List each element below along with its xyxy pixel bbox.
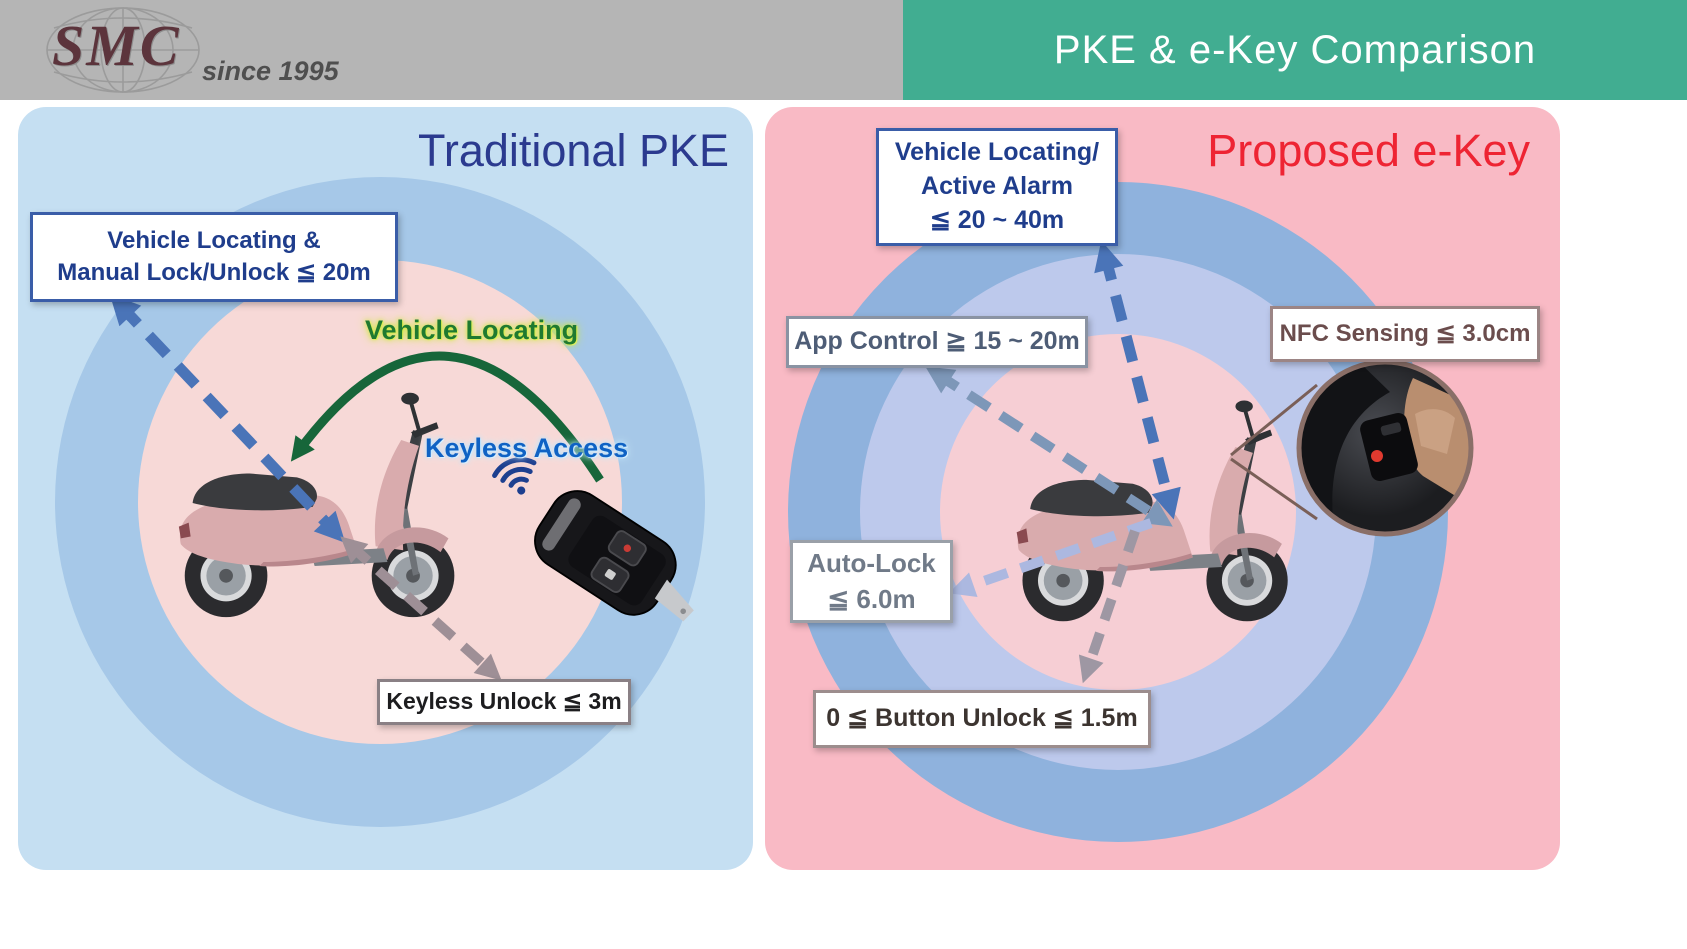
button-unlock-box: 0 ≦ Button Unlock ≦ 1.5m: [813, 690, 1151, 748]
scooter-illustration: [1014, 398, 1290, 624]
slide-title: PKE & e-Key Comparison: [1053, 27, 1537, 72]
nfc-sensing-box: NFC Sensing ≦ 3.0cm: [1270, 306, 1540, 362]
vehicle-locating-box: Vehicle Locating & Manual Lock/Unlock ≦ …: [30, 212, 398, 302]
vehicle-locating-alarm-box: Vehicle Locating/ Active Alarm ≦ 20 ~ 40…: [876, 128, 1118, 246]
keyless-access-callout: Keyless Access: [425, 433, 629, 463]
auto-lock-box: Auto-Lock ≦ 6.0m: [790, 540, 953, 623]
app-control-box: App Control ≧ 15 ~ 20m: [786, 316, 1088, 368]
smc-logo: SMC since 1995: [30, 0, 450, 100]
proposed-title: Proposed e-Key: [1207, 125, 1530, 176]
header-title-band: PKE & e-Key Comparison: [903, 0, 1687, 100]
logo-text: SMC: [52, 13, 181, 78]
traditional-pke-panel: Traditional PKE: [18, 107, 753, 870]
keyless-unlock-box: Keyless Unlock ≦ 3m: [377, 679, 631, 725]
key-fob-illustration: [492, 450, 739, 681]
scooter-illustration: [176, 390, 457, 620]
nfc-photo-inset: [1296, 359, 1474, 537]
vehicle-locating-callout: Vehicle Locating: [365, 315, 579, 345]
proposed-ekey-panel: Proposed e-Key: [765, 107, 1560, 870]
globe-icon: [46, 7, 200, 93]
header-bar: SMC since 1995 PKE & e-Key Comparison: [0, 0, 1687, 100]
traditional-title: Traditional PKE: [418, 125, 729, 176]
logo-tagline: since 1995: [202, 56, 339, 86]
